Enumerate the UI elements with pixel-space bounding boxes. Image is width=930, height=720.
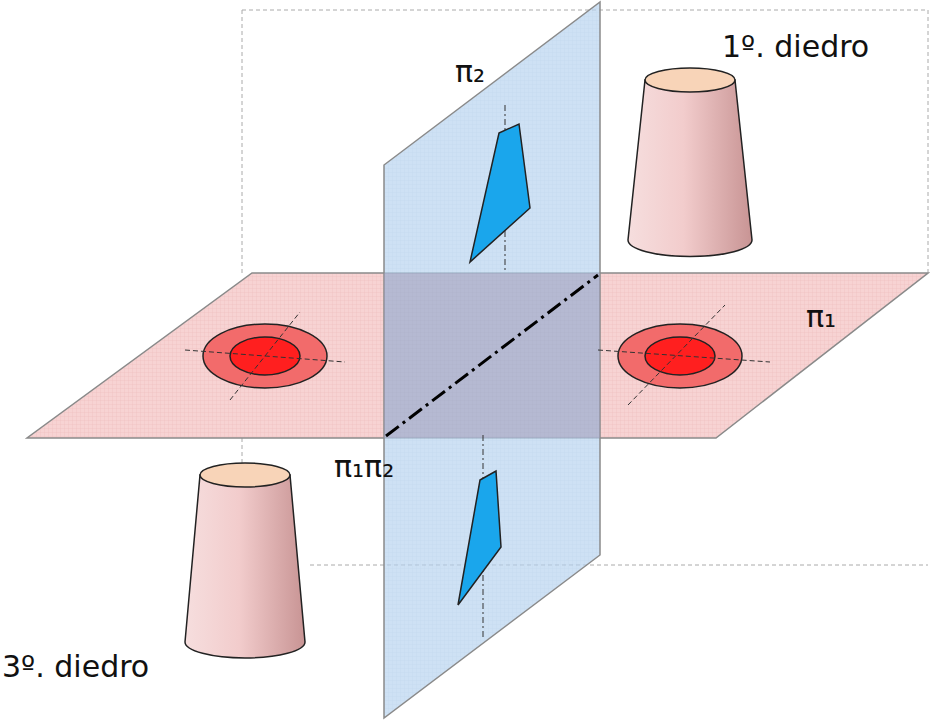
trapezoid-projection bbox=[470, 124, 530, 262]
dihedral-label: 1º. diedro bbox=[722, 30, 869, 63]
ring-projection bbox=[598, 305, 770, 405]
vertical-plane bbox=[384, 2, 600, 718]
dihedral-label: 3º. diedro bbox=[2, 650, 149, 683]
ring-projection bbox=[185, 312, 345, 400]
plane-overlap bbox=[384, 273, 600, 438]
frustum-solid bbox=[185, 463, 305, 658]
trapezoid-projection bbox=[458, 471, 501, 605]
ground-line bbox=[386, 275, 598, 436]
horizontal-plane bbox=[27, 273, 928, 438]
plane-label: π₁ bbox=[806, 300, 836, 333]
frustum-solid bbox=[628, 68, 752, 257]
plane-label: π₂ bbox=[455, 55, 485, 88]
ground-line-label: π₁π₂ bbox=[334, 450, 394, 483]
